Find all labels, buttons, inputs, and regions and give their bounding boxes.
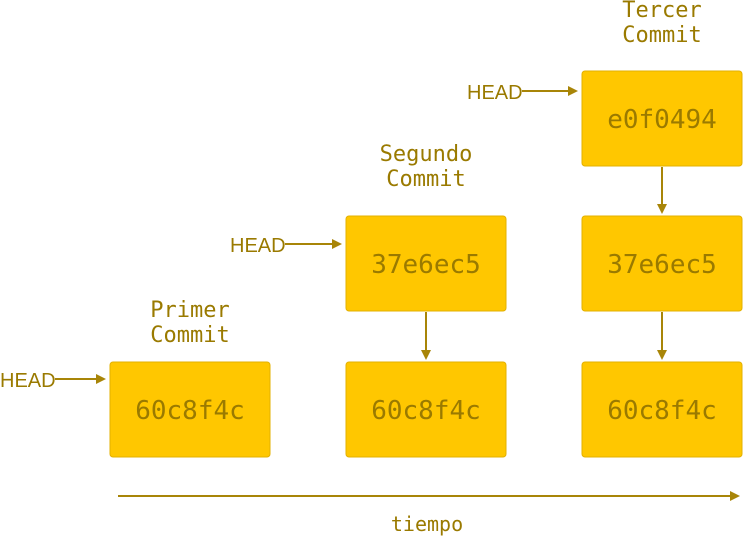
commit-hash: 37e6ec5	[607, 250, 717, 280]
commit-hash: 60c8f4c	[371, 396, 481, 426]
stage-tercer-commit: Tercer Commit HEAD e0f0494 37e6ec5 60c8f…	[467, 0, 743, 458]
commit-hash: 60c8f4c	[135, 396, 245, 426]
head-label: HEAD	[0, 370, 56, 392]
stage-segundo-commit: Segundo Commit HEAD 37e6ec5 60c8f4c	[230, 142, 507, 458]
commit-node: e0f0494	[581, 70, 743, 167]
commit-box	[581, 70, 743, 167]
stage-caption-line1: Segundo	[380, 142, 473, 167]
stage-caption-line2: Commit	[150, 323, 229, 348]
head-label: HEAD	[467, 82, 523, 104]
stage-primer-commit: Primer Commit HEAD 60c8f4c	[0, 298, 271, 458]
commit-node: 60c8f4c	[345, 361, 507, 458]
time-axis: tiempo	[118, 491, 740, 536]
commit-node: 60c8f4c	[109, 361, 271, 458]
commit-box	[581, 215, 743, 312]
commit-hash: 37e6ec5	[371, 250, 481, 280]
commit-box	[345, 361, 507, 458]
commit-hash: e0f0494	[607, 105, 717, 135]
commit-box	[345, 215, 507, 312]
stage-caption-line1: Tercer	[622, 0, 701, 23]
commit-box	[581, 361, 743, 458]
commit-node: 60c8f4c	[581, 361, 743, 458]
time-axis-label: tiempo	[391, 512, 463, 536]
stage-caption-line2: Commit	[622, 23, 701, 48]
stage-caption-line1: Primer	[150, 298, 229, 323]
stage-caption-line2: Commit	[386, 167, 465, 192]
commit-node: 37e6ec5	[345, 215, 507, 312]
commit-box	[109, 361, 271, 458]
head-label: HEAD	[230, 235, 286, 257]
commit-node: 37e6ec5	[581, 215, 743, 312]
commit-hash: 60c8f4c	[607, 396, 717, 426]
